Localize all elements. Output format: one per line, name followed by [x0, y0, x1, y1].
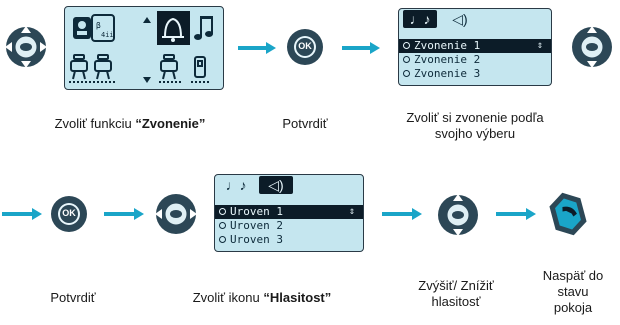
navigation-key-updown[interactable] — [570, 24, 614, 70]
music-note-icon — [194, 16, 213, 40]
caption-line: hlasitosť — [431, 294, 481, 309]
caption-line: Naspäť do — [542, 268, 604, 283]
list-item-level-1[interactable]: Uroven 1 ⇕ — [215, 205, 363, 219]
nav-4way-icon — [5, 26, 47, 68]
list-item-level-2[interactable]: Uroven 2 — [215, 219, 363, 233]
ringtone-list-screen: ♩♪ ◁) Zvonenie 1 ⇕ Zvonenie 2 Zvonenie 3 — [398, 8, 552, 86]
flow-arrow — [496, 208, 536, 220]
tab-melody[interactable]: ♩♪ — [403, 10, 437, 28]
list-item-label: Zvonenie 3 — [414, 67, 481, 80]
menu-icons-grid: β 4ii — [69, 11, 213, 83]
navigation-key-4way[interactable] — [4, 24, 48, 70]
list-item-ringtone-2[interactable]: Zvonenie 2 — [399, 53, 551, 67]
ok-label: OK — [62, 208, 76, 218]
nav-updown-icon — [438, 194, 478, 236]
svg-text:β: β — [96, 21, 101, 30]
caption-text: Zvoliť funkciu — [54, 116, 136, 131]
caption-line: stavu — [557, 284, 589, 299]
up-down-icon: ⇕ — [348, 206, 355, 217]
list-item-label: Uroven 2 — [230, 219, 283, 232]
radio-icon — [403, 69, 410, 77]
caption-confirm: Potvrdiť — [282, 116, 328, 131]
caption-select-ringing: Zvoliť funkciu “Zvonenie” — [20, 116, 240, 132]
list-item-ringtone-1[interactable]: Zvonenie 1 ⇕ — [399, 39, 551, 53]
radio-icon — [219, 235, 226, 243]
list-item-label: Uroven 1 — [230, 205, 283, 218]
caption-choose-ringtone: Zvoliť si zvonenie podľa svojho výberu — [400, 110, 550, 142]
bell-icon — [162, 17, 184, 42]
volume-level-screen: ♩♪ ◁) Uroven 1 ⇕ Uroven 2 Uroven 3 — [214, 174, 364, 252]
ok-label: OK — [298, 41, 312, 51]
handset-pair-icon — [69, 54, 115, 83]
ok-button-icon — [51, 196, 87, 232]
caption-line: svojho výberu — [434, 126, 516, 141]
up-down-icon: ⇕ — [536, 40, 543, 51]
radio-icon — [403, 41, 410, 49]
radio-icon — [219, 207, 226, 215]
nav-leftright-icon — [155, 194, 197, 234]
hang-up-icon — [549, 192, 587, 236]
list-item-label: Zvonenie 2 — [414, 53, 481, 66]
caption-text: Zvoliť ikonu — [192, 290, 264, 305]
ok-key[interactable]: OK — [50, 195, 88, 233]
flow-arrow — [382, 208, 422, 220]
flow-arrow — [104, 208, 144, 220]
caption-bold: “Zvonenie” — [135, 116, 206, 131]
flow-arrow — [342, 42, 380, 54]
tab-volume[interactable]: ◁) — [259, 176, 293, 194]
caption-confirm: Potvrdiť — [50, 290, 96, 305]
radio-icon — [403, 55, 410, 63]
main-menu-screen: β 4ii — [64, 6, 224, 90]
ok-key[interactable]: OK — [286, 28, 324, 66]
ok-button-icon — [287, 29, 323, 65]
caption-volume-updown: Zvýšiť/ Znížiť hlasitosť — [396, 278, 516, 310]
scroll-down-icon — [143, 77, 151, 83]
navigation-key-updown[interactable] — [436, 192, 480, 238]
list-item-level-3[interactable]: Uroven 3 — [215, 233, 363, 247]
caption-select-volume: Zvoliť ikonu “Hlasitost” — [152, 290, 372, 306]
caption-line: Zvýšiť/ Znížiť — [418, 278, 494, 293]
flow-arrow — [2, 208, 42, 220]
base-phone-icon — [159, 54, 211, 83]
list-item-label: Uroven 3 — [230, 233, 283, 246]
list-item-label: Zvonenie 1 — [414, 39, 481, 52]
flow-arrow — [238, 42, 276, 54]
navigation-key-leftright[interactable] — [154, 192, 198, 236]
caption-line: Zvoliť si zvonenie podľa — [406, 110, 544, 125]
scroll-up-icon — [143, 17, 151, 23]
end-call-key[interactable] — [546, 190, 590, 238]
tab-melody[interactable]: ♩♪ — [225, 177, 247, 193]
caption-back-to-idle: Naspäť do stavu pokoja — [530, 268, 616, 316]
tab-volume[interactable]: ◁) — [452, 11, 468, 27]
phonebook-icon: β 4ii — [73, 14, 115, 42]
nav-updown-icon — [572, 26, 612, 68]
caption-bold: “Hlasitost” — [263, 290, 332, 305]
radio-icon — [219, 221, 226, 229]
svg-text:4ii: 4ii — [101, 31, 114, 39]
list-item-ringtone-3[interactable]: Zvonenie 3 — [399, 67, 551, 81]
caption-line: pokoja — [553, 300, 593, 315]
